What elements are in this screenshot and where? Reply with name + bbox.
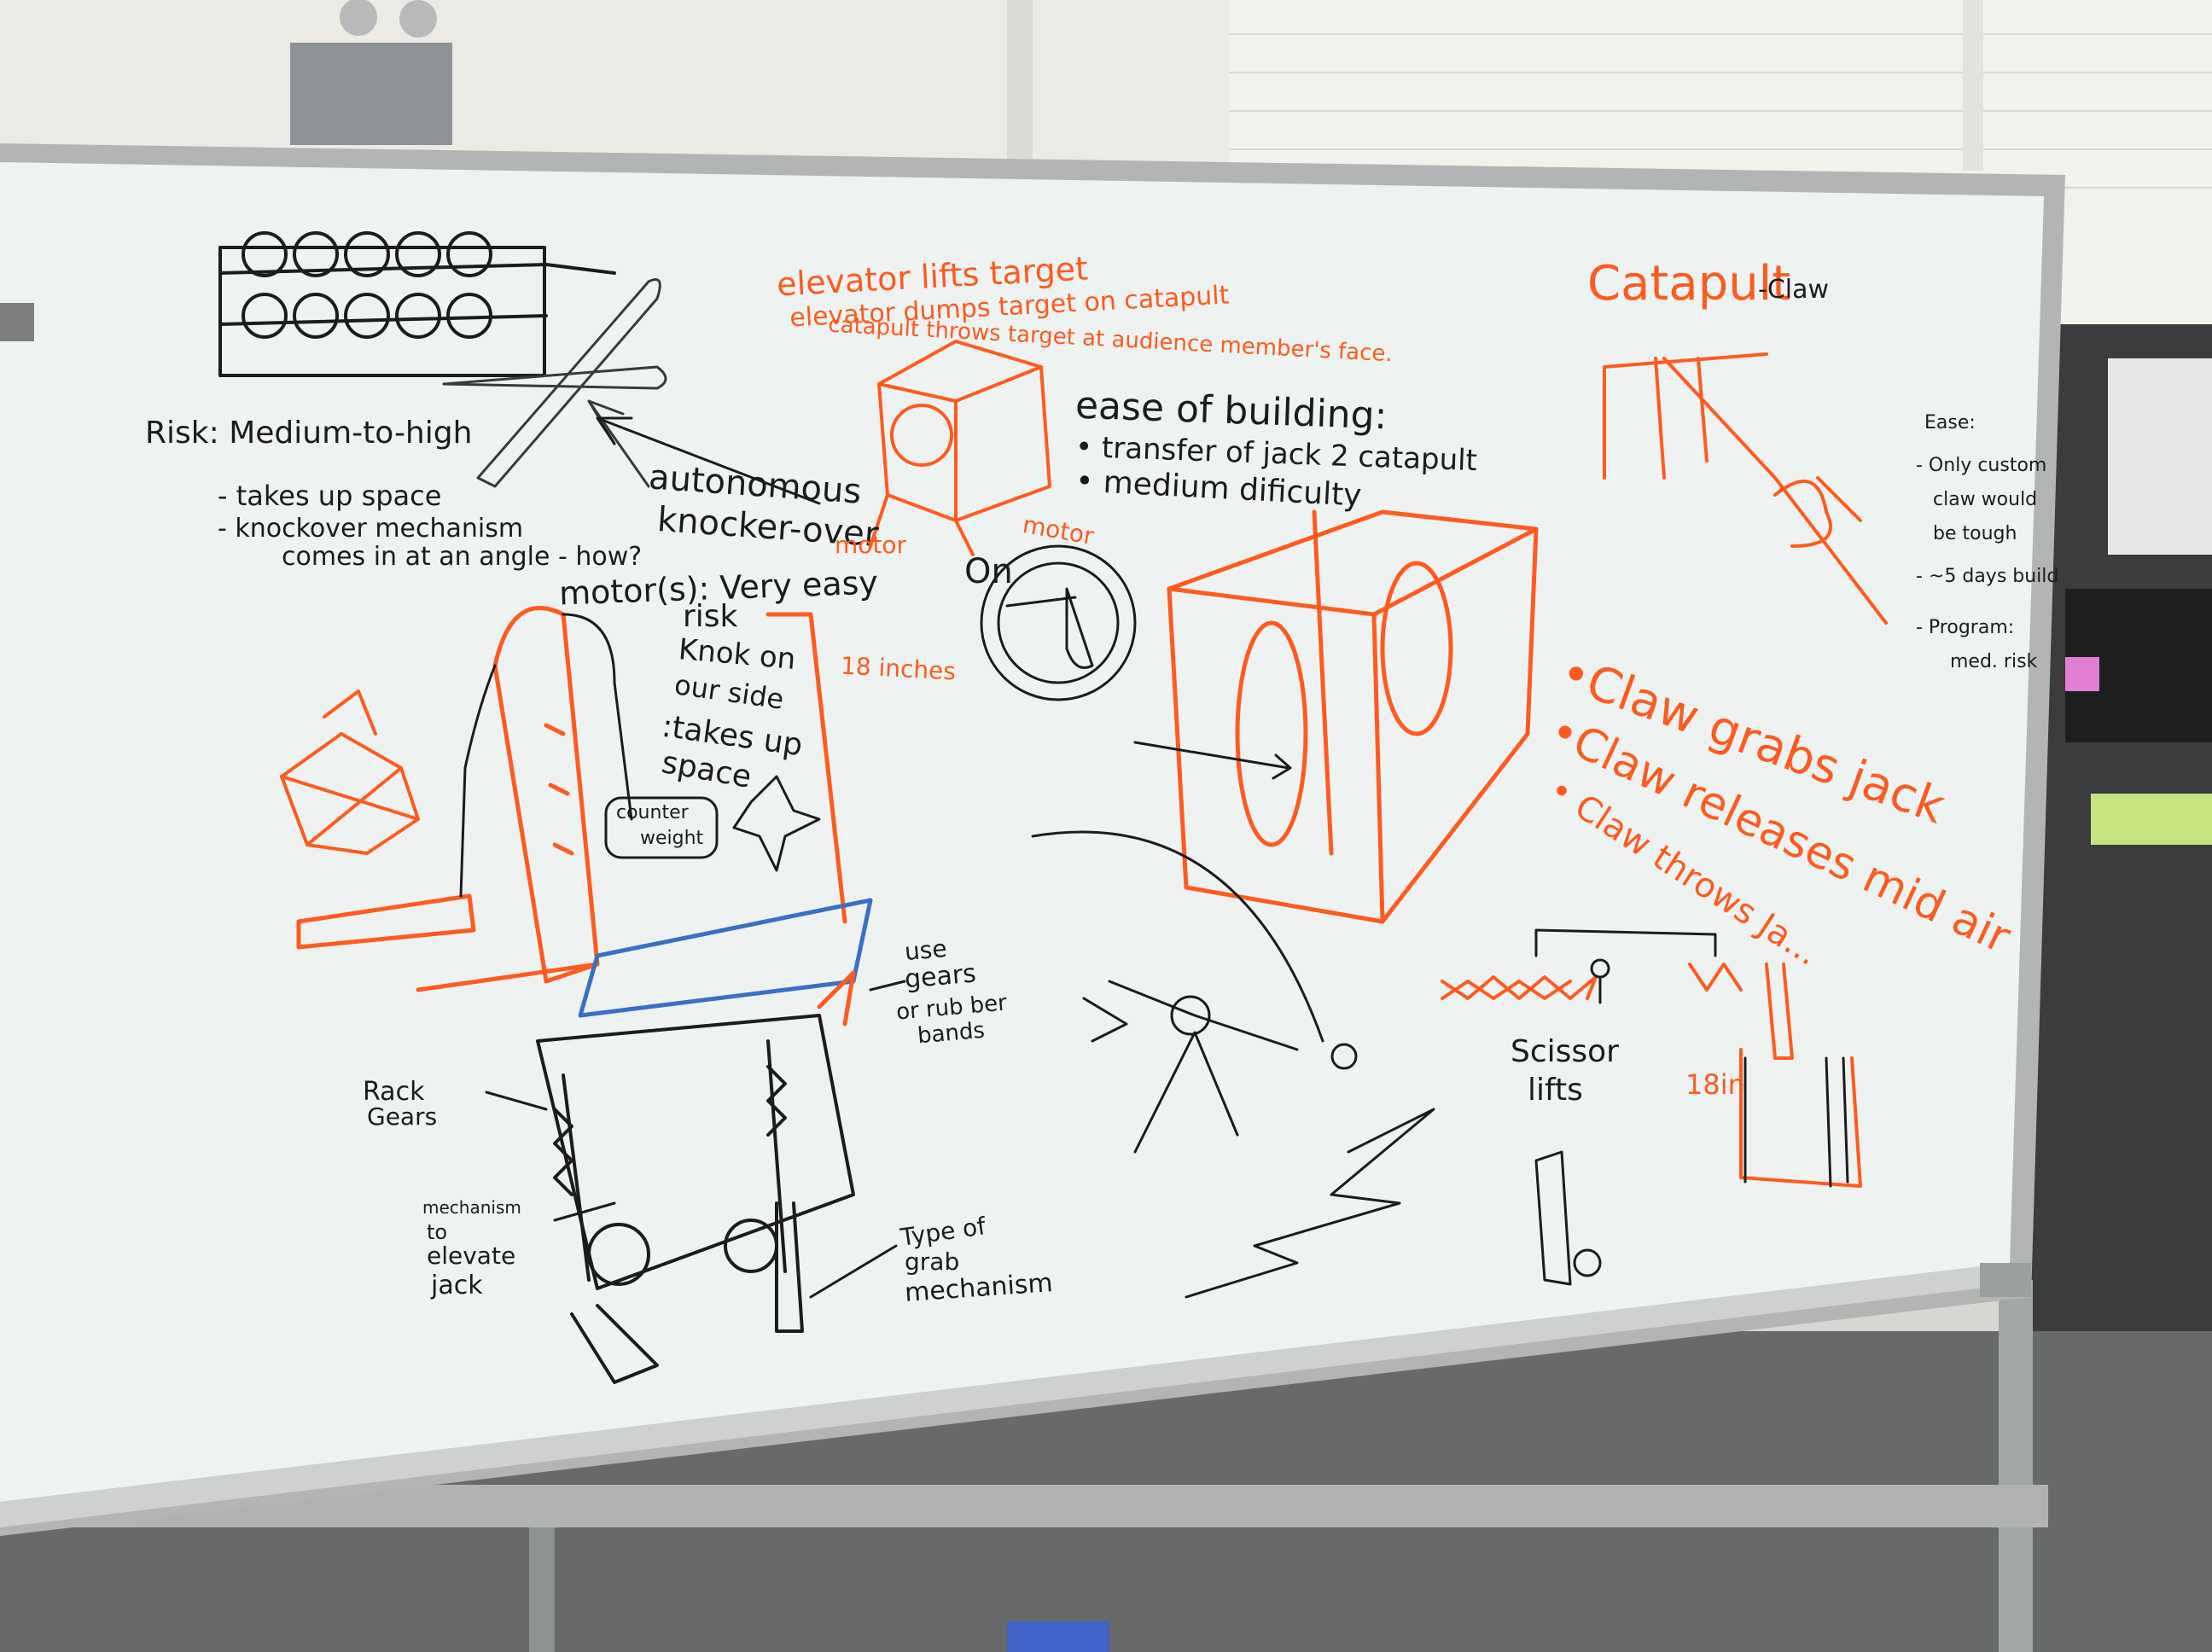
elevator-frame-sketch	[536, 1014, 855, 1384]
ease-right-title: Ease:	[1924, 412, 1976, 433]
knocker-arm-sketch	[442, 278, 667, 488]
claw-sketch	[1603, 352, 1888, 625]
jack-label: jack	[431, 1271, 483, 1300]
use-label: use	[903, 934, 948, 967]
scissor-label: Scissor	[1511, 1034, 1619, 1069]
comes-at-angle: comes in at an angle - how?	[282, 542, 643, 572]
lifts-label: lifts	[1528, 1073, 1583, 1108]
gears2-label: Gears	[367, 1102, 438, 1131]
gears-label: gears	[903, 958, 978, 995]
risk-word: risk	[683, 599, 738, 634]
catapult-throw-sketch	[1031, 830, 1358, 1154]
rack-label: Rack	[363, 1077, 425, 1107]
eighteen-in-label: 18in	[1685, 1068, 1745, 1101]
counter-label: counter	[616, 802, 689, 823]
counterweight-tower-sketch	[296, 606, 847, 992]
catapult-box-sketch	[1167, 509, 1539, 924]
program-label: - Program:	[1916, 617, 2015, 638]
lightning-sketch	[1185, 1108, 1435, 1299]
elevate-label: elevate	[427, 1242, 516, 1270]
eighteen-inches-label: 18 inches	[840, 651, 957, 686]
bands-label: bands	[916, 1017, 987, 1050]
weight-label: weight	[640, 828, 704, 849]
med-risk: med. risk	[1950, 651, 2038, 672]
only-custom: - Only custom	[1916, 455, 2047, 476]
wall-light-fixture	[290, 43, 452, 145]
motor-dial-sketch	[980, 544, 1137, 701]
spring-tower-sketch	[1739, 963, 1862, 1188]
on-label: On	[964, 552, 1013, 591]
ease-title: ease of building:	[1074, 383, 1388, 439]
mechanism-label: mechanism	[422, 1197, 521, 1218]
claw-would: claw would	[1933, 489, 2038, 510]
motor-left-label: motor	[835, 531, 907, 559]
whiteboard-surface	[0, 162, 2044, 1502]
be-tough: be tough	[1933, 523, 2017, 544]
jack-sketch	[280, 689, 420, 855]
grab-label: grab	[905, 1248, 960, 1276]
takes-space: - takes up space	[218, 480, 442, 512]
days-build: - ~5 days build	[1916, 566, 2059, 587]
elevator-cube-sketch	[869, 340, 1051, 556]
ball-rack-sketch	[218, 231, 616, 377]
to-label: to	[427, 1220, 448, 1244]
catapult-title: Catapult	[1587, 256, 1791, 311]
knockover-mechanism: - knockover mechanism	[218, 514, 524, 544]
risk-medium-high: Risk: Medium-to-high	[145, 416, 473, 451]
claw-dash-label: -Claw	[1758, 275, 1830, 305]
scissor-lift-sketch	[1441, 963, 1743, 1000]
